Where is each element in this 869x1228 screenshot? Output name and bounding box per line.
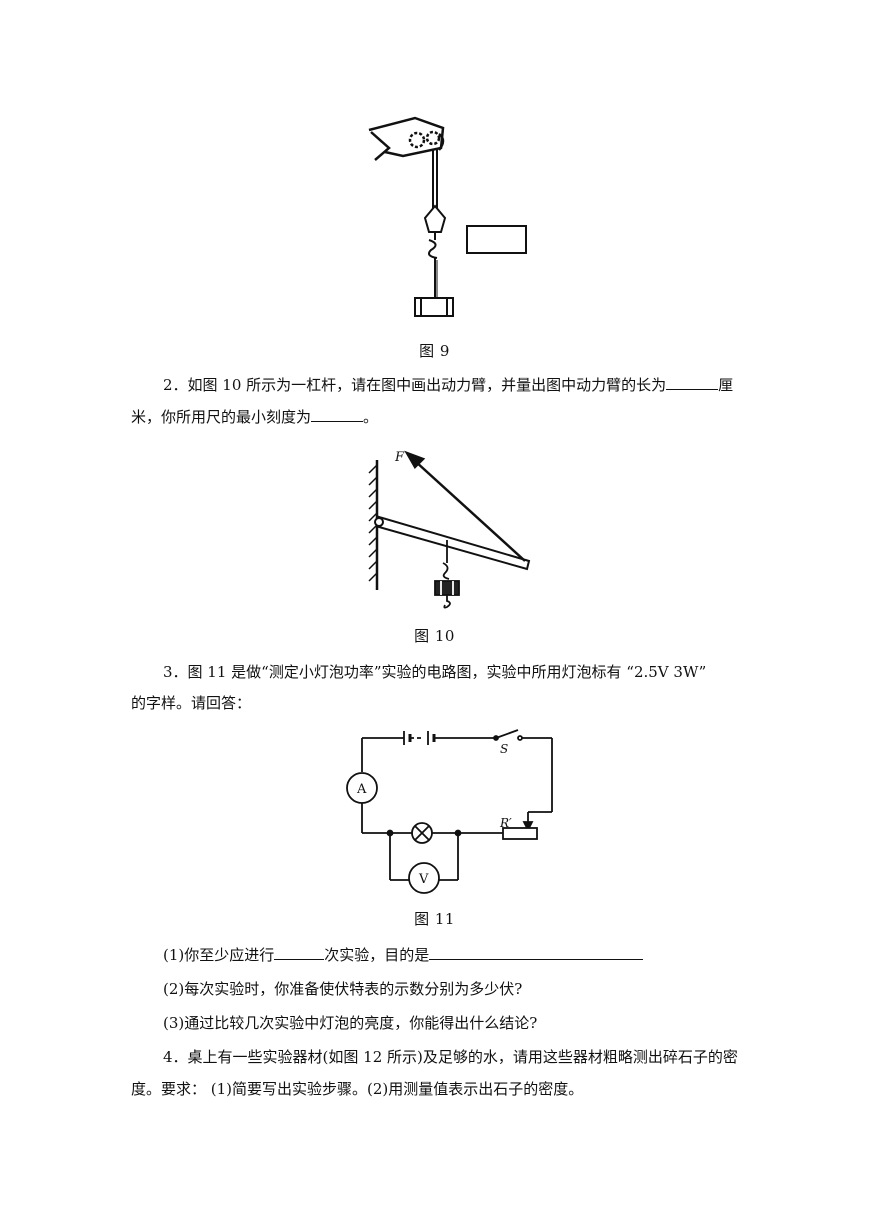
figure-10-lever: F — [368, 450, 531, 609]
lever-bar — [374, 515, 531, 571]
force-label: F — [394, 450, 405, 465]
figure-11-circuit: A V S R′ — [346, 729, 553, 894]
question-3-sub-1: (1)你至少应进行 次实验，目的是 — [163, 940, 775, 970]
battery-icon — [403, 731, 436, 745]
clamp-icon — [368, 116, 445, 161]
figure-9-caption: 图 9 — [419, 342, 450, 360]
question-4-line-1: 4．桌上有一些实验器材(如图 12 所示)及足够的水，请用这些器材粗略测出碎石子… — [163, 1048, 738, 1066]
figure-11-caption: 图 11 — [414, 910, 455, 928]
voltmeter-label: V — [418, 872, 429, 887]
q3-sub1-text-b: 次实验，目的是 — [324, 946, 430, 964]
switch-icon — [493, 729, 523, 741]
question-3-line-1: 3．图 11 是做“测定小灯泡功率”实验的电路图，实验中所用灯泡标有 “2.5V… — [163, 663, 707, 681]
q3-blank-count[interactable] — [274, 945, 325, 960]
ammeter-label: A — [356, 782, 367, 797]
figure-10-caption: 图 10 — [414, 627, 455, 645]
question-3-sub-2: (2)每次实验时，你准备使伏特表的示数分别为多少伏? — [163, 980, 523, 998]
weight-icon — [414, 297, 454, 317]
rheostat-arrow-icon — [522, 812, 534, 833]
bulb-icon — [411, 822, 433, 844]
voltmeter-icon — [408, 862, 440, 894]
force-arrow-icon — [404, 450, 526, 562]
wall-icon — [368, 460, 379, 590]
question-3-line-2: 的字样。请回答： — [131, 694, 252, 712]
q2-text-b: 厘 — [718, 376, 734, 394]
q2-blank-length[interactable] — [666, 375, 719, 390]
question-2: 2．如图 10 所示为一杠杆，请在图中画出动力臂，并量出图中动力臂的长为 厘 — [131, 370, 743, 400]
q2-blank-scale[interactable] — [311, 407, 364, 422]
question-4-line-2: 度。要求： (1)简要写出实验步骤。(2)用测量值表示出石子的密度。 — [131, 1080, 584, 1098]
answer-box — [466, 225, 527, 254]
rheostat-icon — [502, 827, 538, 840]
switch-label: S — [500, 742, 508, 756]
question-3-sub-3: (3)通过比较几次实验中灯泡的亮度，你能得出什么结论? — [163, 1014, 538, 1032]
question-2-line-2: 米，你所用尺的最小刻度为 。 — [131, 402, 743, 432]
rheostat-label: R′ — [499, 816, 512, 830]
q2-text-d: 。 — [363, 408, 379, 426]
q2-text-c: 米，你所用尺的最小刻度为 — [131, 408, 312, 426]
q3-sub1-text-a: (1)你至少应进行 — [163, 946, 275, 964]
q2-text-a: 2．如图 10 所示为一杠杆，请在图中画出动力臂，并量出图中动力臂的长为 — [163, 376, 667, 394]
spring-scale-icon — [423, 150, 447, 298]
q3-blank-purpose[interactable] — [429, 945, 644, 960]
hanging-weight-icon — [434, 540, 460, 609]
figure-9-spring-balance — [368, 116, 527, 317]
